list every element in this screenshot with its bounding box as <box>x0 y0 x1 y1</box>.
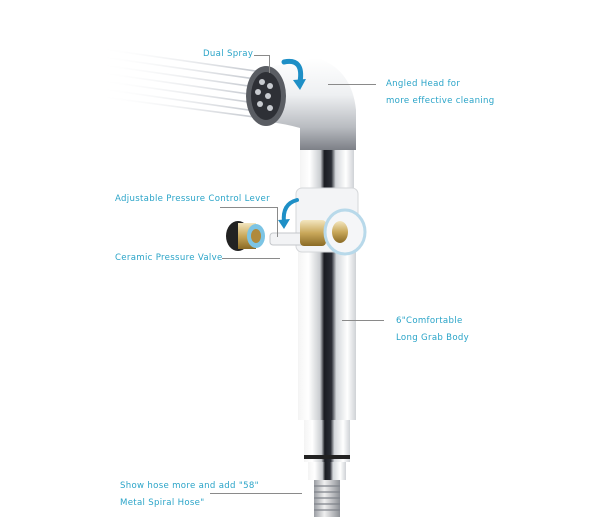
leader-dual-spray-drop <box>269 55 270 73</box>
leader-angled-head <box>328 84 376 85</box>
callout-text: Ceramic Pressure Valve <box>115 253 223 263</box>
leader-grab-body <box>342 320 384 321</box>
rotate-arrow-head-icon <box>281 58 304 85</box>
callout-spiral-hose: Show hose more and add "58" Metal Spiral… <box>120 478 259 512</box>
leader-spiral-hose <box>210 493 302 494</box>
callout-text: Angled Head for <box>386 79 461 89</box>
leader-pressure-lever <box>220 207 278 208</box>
callout-text: Adjustable Pressure Control Lever <box>115 194 270 204</box>
callout-pressure-lever: Adjustable Pressure Control Lever <box>115 191 270 208</box>
callout-text: Long Grab Body <box>396 333 470 343</box>
callout-grab-body: 6"Comfortable Long Grab Body <box>396 313 469 347</box>
rotate-arrow-lever-icon <box>281 198 299 224</box>
leader-pressure-lever-drop <box>277 207 278 237</box>
callout-text: Metal Spiral Hose" <box>120 498 205 508</box>
leader-ceramic-valve <box>222 258 280 259</box>
callout-text: 6"Comfortable <box>396 316 463 326</box>
callout-text: Dual Spray <box>203 49 254 59</box>
leader-dual-spray <box>254 55 270 56</box>
callout-text: more effective cleaning <box>386 96 495 106</box>
callout-ceramic-valve: Ceramic Pressure Valve <box>115 250 223 267</box>
callout-angled-head: Angled Head for more effective cleaning <box>386 76 495 110</box>
callout-dual-spray: Dual Spray <box>203 46 253 63</box>
callout-text: Show hose more and add "58" <box>120 481 259 491</box>
